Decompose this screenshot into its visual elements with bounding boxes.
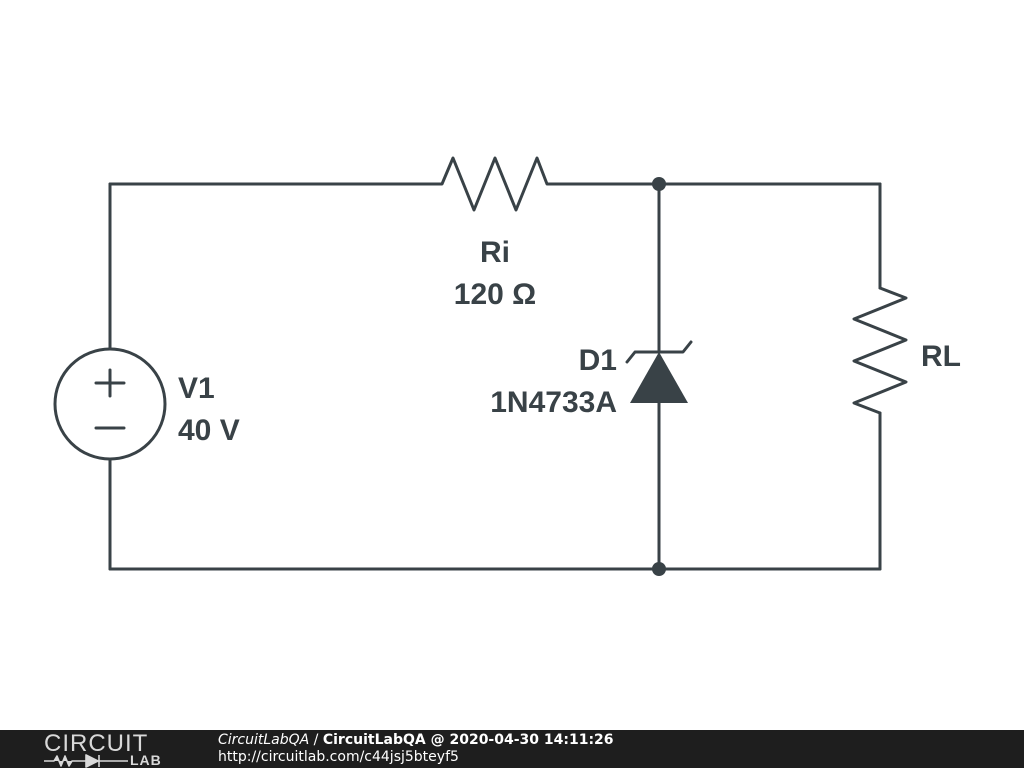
junction-top (652, 177, 666, 191)
zener-diode-d1-symbol (630, 352, 688, 403)
circuit-schematic: V1 40 V Ri 120 Ω D1 1N4733A RL (53, 156, 961, 576)
v1-value-label: 40 V (178, 414, 240, 447)
footer-url-link[interactable]: http://circuitlab.com/c44jsj5bteyf5 (218, 749, 459, 765)
footer-separator: / (309, 732, 323, 748)
ri-value-label: 120 Ω (454, 278, 536, 311)
circuitlab-logo-graphic: LAB (44, 752, 176, 768)
footer-bar: CIRCUIT LAB CircuitLabQA / CircuitLabQA … (0, 730, 1024, 768)
footer-title-line: CircuitLabQA / CircuitLabQA @ 2020-04-30… (218, 732, 614, 749)
ri-name-label: Ri (480, 236, 510, 269)
junction-bottom (652, 562, 666, 576)
resistor-ri-symbol (430, 156, 559, 212)
footer-user-link[interactable]: CircuitLabQA (218, 732, 310, 748)
resistor-rl-symbol (852, 286, 908, 415)
logo-circuit-icon (44, 754, 128, 768)
v1-name-label: V1 (178, 372, 215, 405)
d1-name-label: D1 (579, 344, 617, 377)
circuitlab-logo-text: CIRCUIT (44, 730, 149, 757)
voltage-source-v1-symbol (53, 347, 167, 461)
d1-value-label: 1N4733A (490, 386, 617, 419)
plus-sign-icon (94, 368, 126, 398)
footer-circuit-title[interactable]: CircuitLabQA @ 2020-04-30 14:11:26 (322, 732, 614, 748)
rl-name-label: RL (921, 340, 961, 373)
logo-lab-text: LAB (130, 752, 162, 768)
zener-cathode-bar (625, 340, 693, 364)
